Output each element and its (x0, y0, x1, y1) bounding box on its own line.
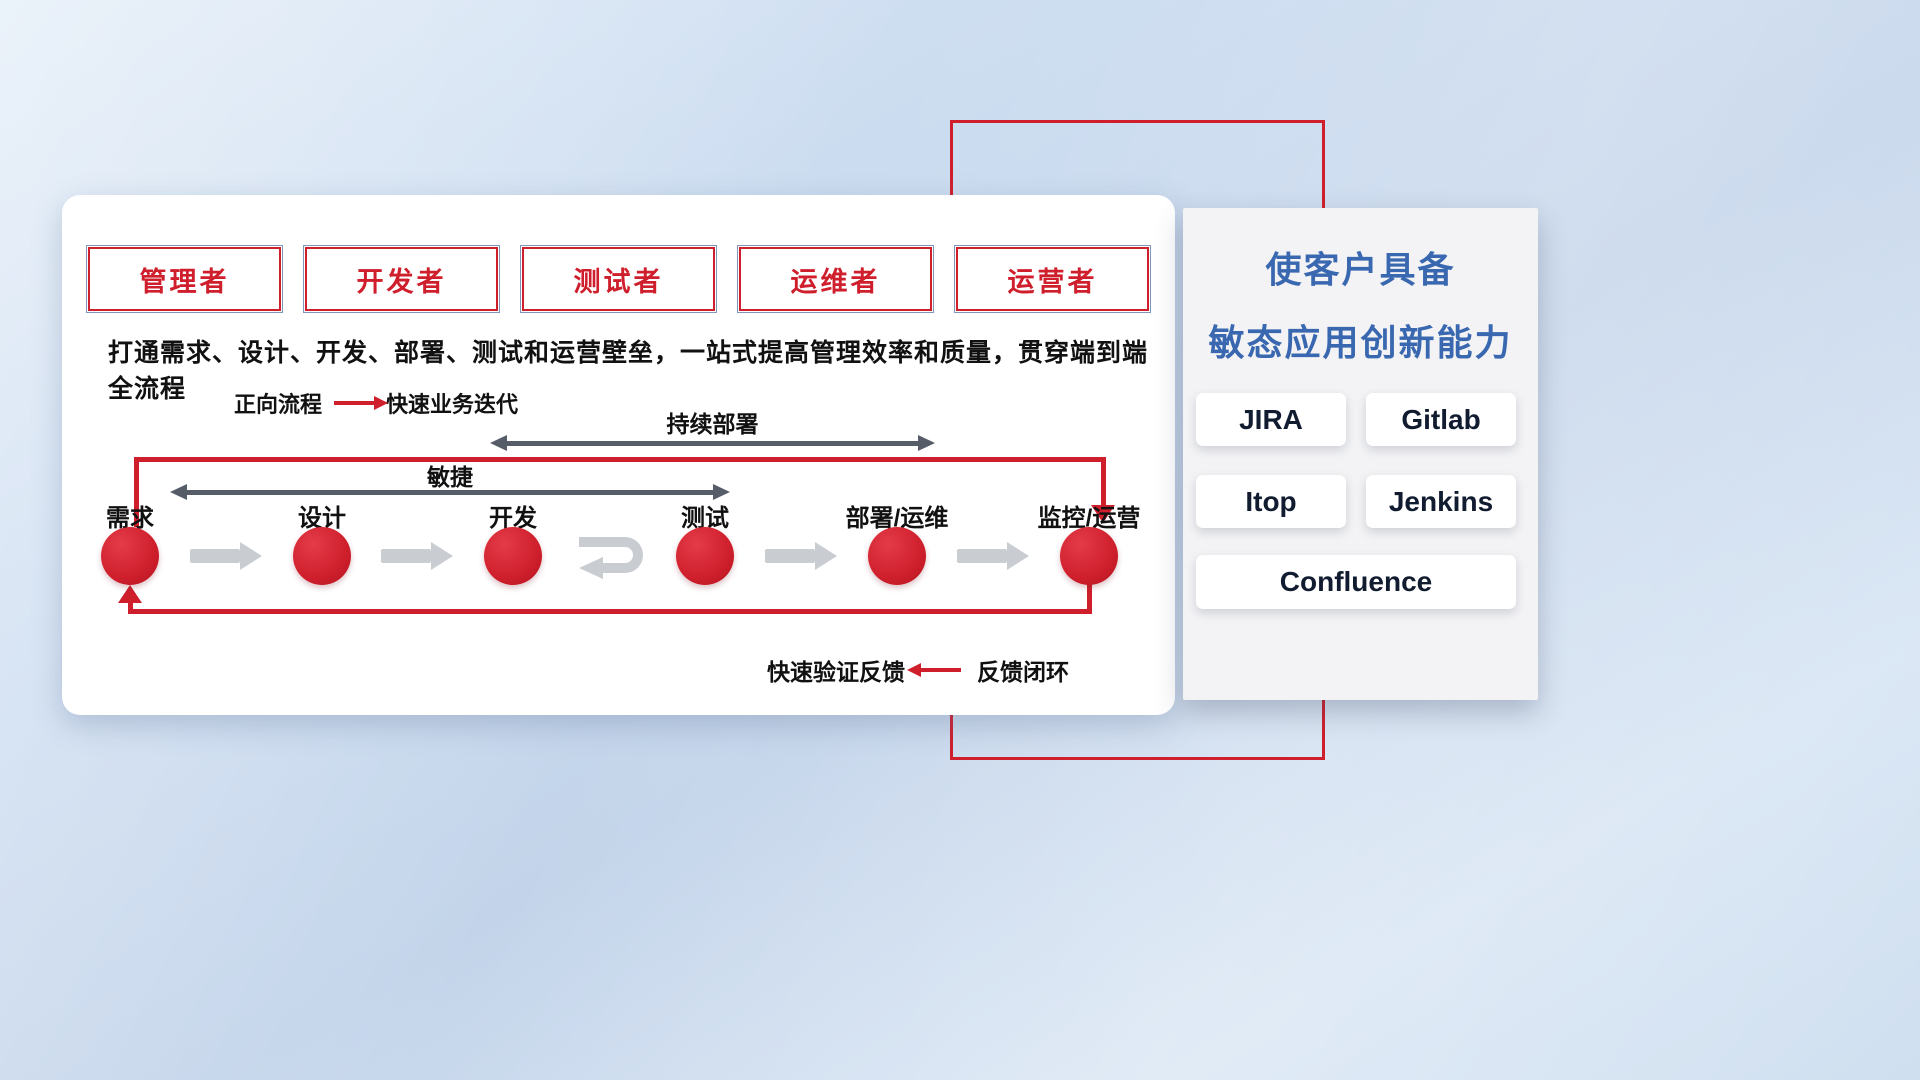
tool-itop: Itop (1196, 475, 1346, 528)
flow-arrow-icon (957, 542, 1029, 570)
role-box-ops: 运维者 (737, 245, 934, 313)
role-box-manager: 管理者 (86, 245, 283, 313)
feedback-legend: 快速验证反馈 反馈闭环 (767, 653, 1069, 687)
continuous-deploy-label: 持续部署 (666, 411, 759, 437)
agile-label: 敏捷 (427, 464, 473, 490)
stage-node-monitor-operate (1060, 527, 1118, 585)
forward-flow-desc: 快速业务迭代 (386, 392, 519, 417)
feedback-desc: 快速验证反馈 (767, 659, 905, 685)
flow-arrow-icon (765, 542, 837, 570)
role-label: 管理者 (139, 266, 230, 297)
agile-arrow-icon (170, 484, 730, 500)
red-loop-arrowhead-up-icon (118, 585, 142, 603)
stage-node-test (676, 527, 734, 585)
capability-title-line2: 敏态应用创新能力 (1208, 322, 1513, 363)
red-loop-right-line (1101, 457, 1106, 507)
role-box-operator: 运营者 (954, 245, 1151, 313)
red-loop-right-connector (1087, 584, 1092, 612)
flow-arrow-icon (190, 542, 262, 570)
feedback-arrow-icon (907, 663, 961, 677)
red-loop-arrowhead-down-icon (1091, 505, 1115, 523)
continuous-deploy-arrow-icon (490, 435, 935, 451)
stage-node-deploy-ops (868, 527, 926, 585)
role-label: 运维者 (790, 266, 881, 297)
red-loop-return-line (128, 599, 133, 613)
role-box-developer: 开发者 (303, 245, 500, 313)
role-label: 运营者 (1007, 266, 1098, 297)
tool-gitlab: Gitlab (1366, 393, 1516, 446)
feedback-label: 反馈闭环 (977, 659, 1069, 685)
stage-node-requirement (101, 527, 159, 585)
role-label: 开发者 (356, 266, 447, 297)
tool-jenkins: Jenkins (1366, 475, 1516, 528)
red-loop-bottom-line (128, 609, 1092, 614)
forward-flow-label: 正向流程 (234, 392, 323, 417)
red-loop-top-line (134, 457, 1106, 462)
red-loop-left-line (134, 457, 139, 527)
role-label: 测试者 (573, 266, 664, 297)
role-box-tester: 测试者 (520, 245, 717, 313)
stage-node-develop (484, 527, 542, 585)
capability-panel: 使客户具备 敏态应用创新能力 JIRA Gitlab Itop Jenkins … (1183, 208, 1538, 700)
capability-title-line1: 使客户具备 (1265, 249, 1456, 290)
stage-node-design (293, 527, 351, 585)
forward-arrow-icon (334, 396, 389, 410)
roles-row: 管理者 开发者 测试者 运维者 运营者 (86, 245, 1151, 313)
tool-confluence: Confluence (1196, 555, 1516, 609)
flow-subtitle: 打通需求、设计、开发、部署、测试和运营壁垒，一站式提高管理效率和质量，贯穿端到端… (108, 339, 1149, 403)
forward-flow-legend: 正向流程 快速业务迭代 (234, 387, 518, 419)
tool-jira: JIRA (1196, 393, 1346, 446)
flow-arrow-icon (381, 542, 453, 570)
devops-flow-panel: 管理者 开发者 测试者 运维者 运营者 打通需求、设计、开发、部署、测试和运营壁… (62, 195, 1175, 715)
iterate-arrow-icon (579, 537, 643, 579)
